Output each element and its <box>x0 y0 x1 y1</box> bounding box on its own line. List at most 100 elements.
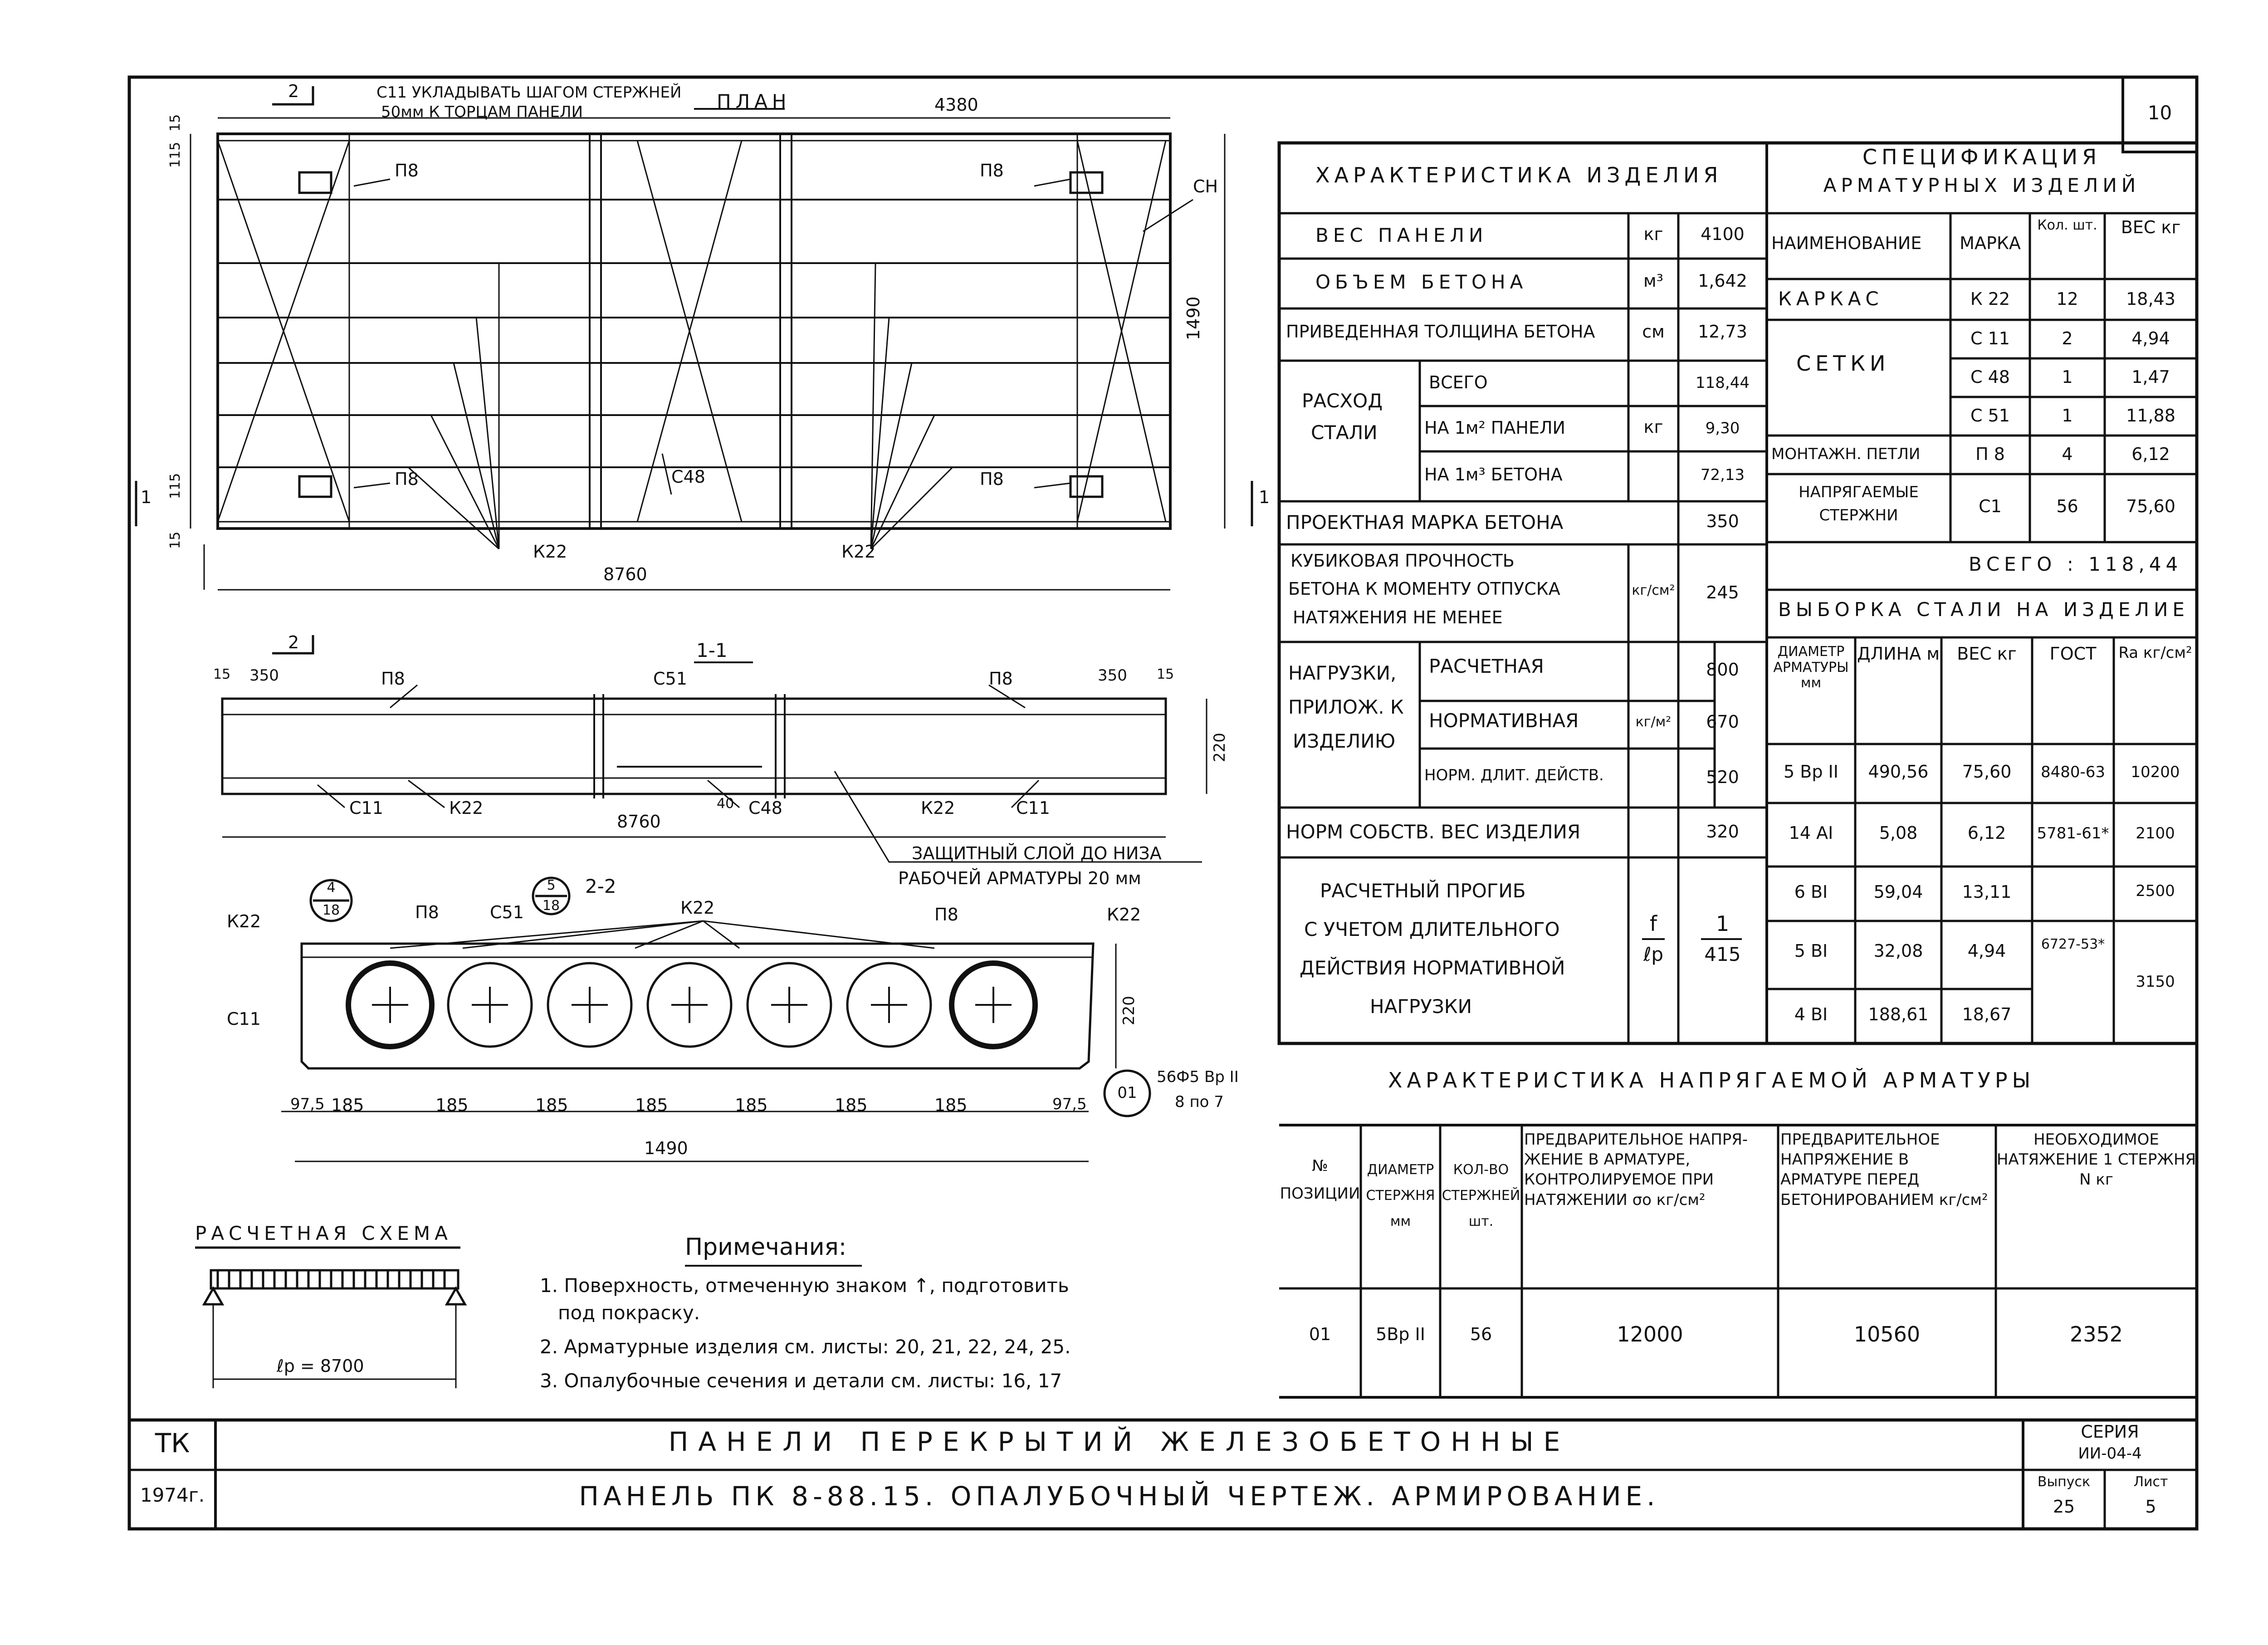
selection-row-2-weight: 6,12 <box>1967 823 2006 843</box>
spec-row-5-qty: 4 <box>2062 444 2073 464</box>
selection-header-dia: ДИАМЕТР АРМАТУРЫ мм <box>1773 644 1849 691</box>
char-steel-label-1: РАСХОД <box>1302 390 1383 412</box>
char-load-calc-val: 800 <box>1706 660 1739 680</box>
title-block-series-val: ИИ-04-4 <box>2078 1444 2142 1463</box>
prestress-header-need: НЕОБХОДИМОЕ НАТЯЖЕНИЕ 1 СТЕРЖНЯ N кг <box>1996 1131 2196 1189</box>
char-load-calc-label: РАСЧЕТНАЯ <box>1429 655 1544 677</box>
spec-row-5-mark: П 8 <box>1975 444 2005 464</box>
plan-section-1-left: 1 <box>141 487 152 507</box>
plan-label-k22-left: К22 <box>533 542 567 562</box>
selection-row-4-len: 32,08 <box>1873 941 1923 961</box>
char-steel-label-2: СТАЛИ <box>1311 421 1378 444</box>
char-self-label: НОРМ СОБСТВ. ВЕС ИЗДЕЛИЯ <box>1286 821 1581 843</box>
section-22-outline <box>300 942 1095 1070</box>
selection-header-len: ДЛИНА м <box>1857 644 1940 664</box>
plan-label-s48: С48 <box>671 467 705 487</box>
plan-label-k22-right: К22 <box>841 542 876 562</box>
char-thick-unit: см <box>1642 322 1665 342</box>
plan-dim-top: 4380 <box>934 95 978 115</box>
section-11-label-s11-left: С11 <box>349 798 383 818</box>
char-weight-label: ВЕС ПАНЕЛИ <box>1315 224 1488 246</box>
char-volume-unit: м³ <box>1643 271 1663 291</box>
plan-dim-bottom: 8760 <box>603 564 647 584</box>
sheet-number: 10 <box>2147 102 2172 124</box>
spec-row-6-weight: 75,60 <box>2126 496 2175 516</box>
char-steel-total-val: 118,44 <box>1696 374 1750 392</box>
char-strength-l3: НАТЯЖЕНИЯ НЕ МЕНЕЕ <box>1293 607 1503 627</box>
plan-label-p8-br: П8 <box>980 469 1004 489</box>
position-01-label: 01 <box>1117 1084 1137 1102</box>
spec-row-4-weight: 11,88 <box>2126 406 2175 426</box>
selection-row-3-ra: 2500 <box>2136 882 2175 900</box>
selection-row-3-len: 59,04 <box>1873 882 1923 902</box>
note-2: 2. Арматурные изделия см. листы: 20, 21,… <box>540 1336 1071 1358</box>
callout-a-circle <box>309 879 353 922</box>
selection-row-1-ra: 10200 <box>2131 763 2180 781</box>
section-11-label-s51: С51 <box>653 669 687 689</box>
selection-row-3-weight: 13,11 <box>1962 882 2012 902</box>
spec-header-qty: Кол. шт. <box>2037 217 2097 233</box>
callout-a-sheet: 18 <box>322 902 340 918</box>
title-block-issue-label: Выпуск <box>2037 1474 2091 1490</box>
dim-edge-left: 97,5 <box>290 1095 325 1113</box>
plan-section-mark-top: 2 <box>288 81 299 101</box>
char-defl-unit-num: f <box>1649 911 1657 936</box>
char-steel-total-label: ВСЕГО <box>1429 372 1488 392</box>
char-thick-label: ПРИВЕДЕННАЯ ТОЛЩИНА БЕТОНА <box>1286 322 1595 342</box>
char-defl-unit-den: ℓр <box>1643 943 1663 965</box>
dim-185-2: 185 <box>435 1095 469 1115</box>
selection-row-5-dia: 4 ВI <box>1794 1004 1828 1024</box>
char-strength-l1: КУБИКОВАЯ ПРОЧНОСТЬ <box>1290 551 1515 571</box>
selection-row-4-ra: 3150 <box>2136 973 2175 991</box>
prestress-row-pre2: 10560 <box>1853 1322 1921 1346</box>
hollow-cores <box>346 960 1038 1049</box>
spec-row-1-name: КАРКАС <box>1778 288 1883 310</box>
cover-note-line1: ЗАЩИТНЫЙ СЛОЙ ДО НИЗА <box>912 843 1162 863</box>
spec-row-6-qty: 56 <box>2056 496 2078 516</box>
selection-row-5-len: 188,61 <box>1868 1004 1929 1024</box>
char-load-l3: ИЗДЕЛИЮ <box>1293 730 1396 752</box>
plan-dim-15-bottom: 15 <box>167 531 183 549</box>
char-load-l2: ПРИЛОЖ. К <box>1288 696 1404 718</box>
char-weight-val: 4100 <box>1701 224 1745 244</box>
section-11-dim-350-right: 350 <box>1098 666 1127 685</box>
plan-label-p8-bl: П8 <box>395 469 419 489</box>
section-22-label-p8-left: П8 <box>415 902 439 922</box>
char-steel-m3-val: 72,13 <box>1700 466 1745 484</box>
position-01-circle <box>1103 1069 1151 1117</box>
selection-title: ВЫБОРКА СТАЛИ НА ИЗДЕЛИЕ <box>1778 598 2189 621</box>
section-22-total: 1490 <box>644 1138 688 1158</box>
section-11-label-p8-right: П8 <box>989 669 1013 689</box>
title-block-issue-val: 25 <box>2053 1497 2075 1517</box>
title-block-year: 1974г. <box>140 1484 205 1506</box>
dim-185-7: 185 <box>934 1095 968 1115</box>
section-22-label-s11: С11 <box>227 1009 261 1029</box>
section-11-dim-15-right: 15 <box>1157 666 1174 682</box>
section-22-title: 2-2 <box>585 875 616 897</box>
selection-row-3-dia: 6 ВI <box>1794 882 1828 902</box>
char-defl-l1: РАСЧЕТНЫЙ ПРОГИБ <box>1320 880 1526 902</box>
section-11-label-p8-left: П8 <box>381 669 405 689</box>
spec-row-6-mark: С1 <box>1979 496 2002 516</box>
spec-header-name: НАИМЕНОВАНИЕ <box>1771 233 1922 253</box>
title-block-org: ТК <box>155 1428 190 1459</box>
selection-row-4-gost: 6727-53* <box>2041 936 2105 952</box>
spec-row-2-name: СЕТКИ <box>1796 351 1890 376</box>
selection-row-4-weight: 4,94 <box>1967 941 2006 961</box>
selection-row-1-len: 490,56 <box>1868 762 1929 782</box>
char-defl-num: 1 <box>1716 911 1730 936</box>
section-22-label-s51: С51 <box>490 902 524 922</box>
selection-header-weight: ВЕС кг <box>1957 644 2017 664</box>
title-block-title: ПАНЕЛИ ПЕРЕКРЫТИЙ ЖЕЛЕЗОБЕТОННЫЕ <box>668 1426 1570 1457</box>
spec-header-mark: МАРКА <box>1960 233 2021 253</box>
spec-row-3-weight: 1,47 <box>2131 367 2170 387</box>
plan-section-1-right: 1 <box>1259 487 1270 507</box>
plan-note-line1: С11 УКЛАДЫВАТЬ ШАГОМ СТЕРЖНЕЙ <box>376 83 682 102</box>
char-steel-m3-label: НА 1м³ БЕТОНА <box>1424 465 1563 485</box>
section-11-label-s11-right: С11 <box>1016 798 1050 818</box>
spec-row-6-name: НАПРЯГАЕМЫЕ СТЕРЖНИ <box>1799 483 1919 524</box>
char-volume-label: ОБЪЕМ БЕТОНА <box>1315 271 1528 293</box>
char-load-l1: НАГРУЗКИ, <box>1288 662 1397 684</box>
char-defl-l4: НАГРУЗКИ <box>1370 995 1472 1018</box>
